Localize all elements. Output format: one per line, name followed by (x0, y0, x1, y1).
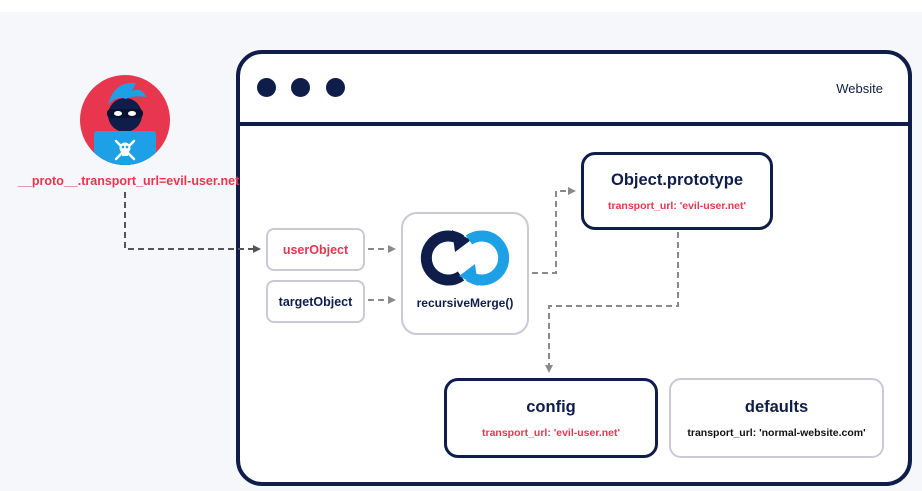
config-property: transport_url: 'evil-user.net' (481, 426, 621, 439)
window-title-bar: Website (240, 54, 908, 126)
recursive-merge-box: recursiveMerge() (401, 212, 529, 335)
merge-to-prototype-arrow (532, 187, 576, 274)
prototype-to-config-arrow (545, 232, 679, 373)
config-title: config (526, 397, 576, 416)
website-title: Website (836, 81, 883, 96)
user-object-label: userObject (282, 242, 349, 257)
object-prototype-title: Object.prototype (610, 170, 743, 189)
defaults-box: defaults transport_url: 'normal-website.… (669, 378, 884, 458)
window-dot-2 (291, 78, 310, 97)
object-prototype-box: Object.prototype transport_url: 'evil-us… (581, 152, 773, 230)
object-prototype-property: transport_url: 'evil-user.net' (607, 199, 747, 212)
merge-cycle-icon (420, 230, 510, 286)
window-dot-3 (326, 78, 345, 97)
config-box: config transport_url: 'evil-user.net' (444, 378, 658, 458)
hacker-icon (80, 75, 170, 165)
defaults-title: defaults (744, 397, 809, 416)
proto-payload-text: __proto__.transport_url=evil-user.net (18, 174, 240, 188)
defaults-property: transport_url: 'normal-website.com' (687, 426, 866, 439)
window-dot-1 (257, 78, 276, 97)
target-object-box: targetObject (266, 280, 365, 323)
target-object-label: targetObject (278, 294, 353, 309)
user-object-box: userObject (266, 228, 365, 271)
payload-arrow (124, 192, 261, 253)
recursive-merge-label: recursiveMerge() (416, 296, 514, 310)
